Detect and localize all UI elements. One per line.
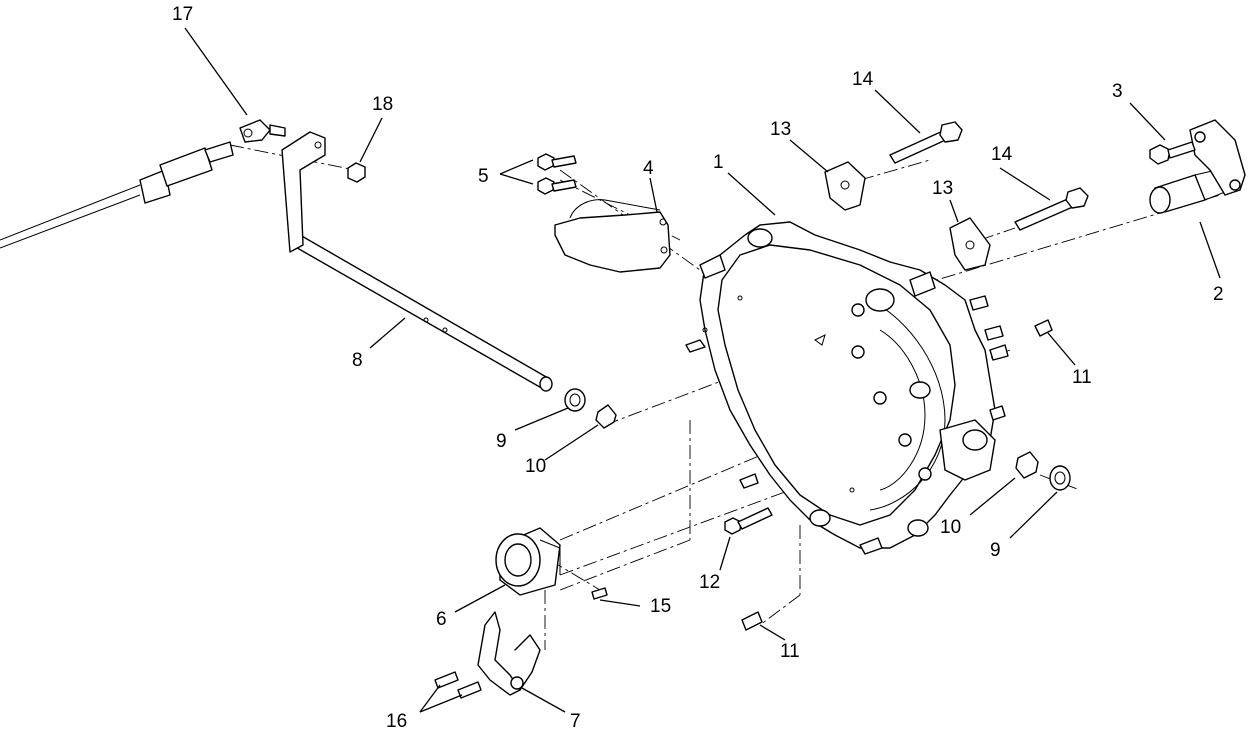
callout-11-bottom: 11 [780, 641, 800, 662]
callout-14-right: 14 [991, 144, 1013, 165]
shift-sleeve [1149, 167, 1231, 214]
callout-9-right: 9 [990, 540, 1001, 561]
dowel-pins-11 [741, 319, 1053, 631]
lock-nut-18 [347, 162, 366, 183]
callout-1: 1 [713, 152, 724, 173]
bracket-assembly [1149, 119, 1246, 196]
release-bearing [495, 527, 561, 596]
release-fork [477, 611, 541, 696]
callout-17: 17 [172, 4, 193, 25]
bolts-5 [537, 153, 577, 195]
cover-plate [554, 199, 671, 273]
bolts-14 [889, 121, 1089, 231]
callout-2: 2 [1213, 284, 1224, 305]
callout-14-left: 14 [852, 69, 874, 90]
callout-4: 4 [643, 158, 654, 179]
callout-15: 15 [650, 596, 671, 617]
bolt-12 [724, 507, 773, 535]
callout-10-right: 10 [940, 517, 961, 538]
callout-13-right: 13 [932, 178, 953, 199]
seal-and-bushing-left [564, 388, 617, 429]
callout-5: 5 [478, 166, 489, 187]
callout-10-left: 10 [525, 456, 546, 477]
callout-3: 3 [1112, 81, 1123, 102]
callout-18: 18 [372, 94, 393, 115]
callout-7: 7 [570, 711, 581, 732]
callout-16: 16 [386, 711, 407, 732]
callout-labels: 1 2 3 4 5 6 7 8 9 10 11 11 12 13 13 14 1… [172, 4, 1224, 732]
callout-13-left: 13 [770, 119, 791, 140]
roll-pins-16 [434, 671, 482, 699]
callout-8: 8 [352, 350, 363, 371]
roll-pin-15 [591, 587, 608, 600]
callout-9-left: 9 [496, 431, 507, 452]
leader-lines [184, 27, 1221, 713]
cross-shaft [281, 131, 553, 392]
brackets-13 [824, 161, 991, 271]
shift-cable [0, 119, 286, 249]
callout-11-right: 11 [1072, 367, 1092, 388]
callout-12: 12 [699, 572, 720, 593]
seal-and-bushing-right [1015, 451, 1071, 491]
bell-housing [685, 221, 1009, 555]
callout-6: 6 [436, 609, 447, 630]
